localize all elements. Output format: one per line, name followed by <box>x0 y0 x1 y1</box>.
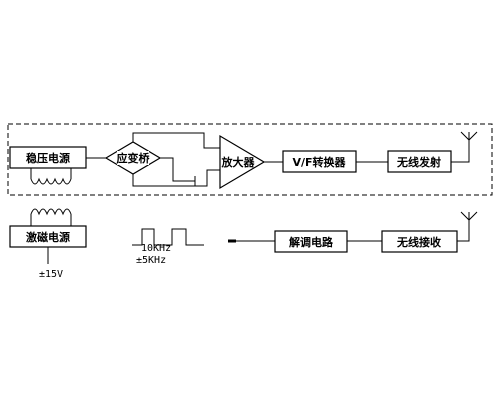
amplifier-label: 放大器 <box>221 155 256 169</box>
excitation-power-label: 激磁电源 <box>26 230 70 244</box>
strain-bridge-block: 应变桥 <box>104 141 162 175</box>
regulated-power-block: 稳压电源 <box>9 146 87 169</box>
wire-bridge-ground <box>160 157 195 182</box>
freq-center-label: 10KHz <box>141 243 171 254</box>
square-wave-icon <box>132 228 204 246</box>
dashed-enclosure <box>7 123 493 196</box>
wire-tx-antenna <box>451 140 470 163</box>
wire-bridge-top-amp <box>132 132 220 149</box>
coil-lower-icon <box>30 208 72 216</box>
vf-converter-block: V/F转换器 <box>282 150 357 173</box>
wireless-rx-block: 无线接收 <box>381 230 458 253</box>
excitation-power-block: 激磁电源 <box>9 225 87 248</box>
wire-antenna-rx <box>457 220 470 242</box>
coil-upper-icon <box>30 177 72 185</box>
wireless-tx-block: 无线发射 <box>387 150 452 173</box>
freq-deviation-label: ±5KHz <box>136 255 166 266</box>
tx-antenna-icon <box>460 131 478 141</box>
wireless-rx-label: 无线接收 <box>396 235 441 249</box>
amplifier-block: 放大器 <box>219 134 266 190</box>
demodulator-block: 解调电路 <box>274 230 348 253</box>
vf-converter-label: V/F转换器 <box>292 155 346 169</box>
wireless-tx-label: 无线发射 <box>396 155 441 169</box>
rx-antenna-icon <box>460 211 478 221</box>
demodulator-label: 解调电路 <box>289 235 334 249</box>
supply-voltage-label: ±15V <box>39 269 63 280</box>
regulated-power-label: 稳压电源 <box>26 151 70 165</box>
wire-bridge-bottom-amp <box>132 169 220 187</box>
strain-bridge-label: 应变桥 <box>117 151 151 165</box>
